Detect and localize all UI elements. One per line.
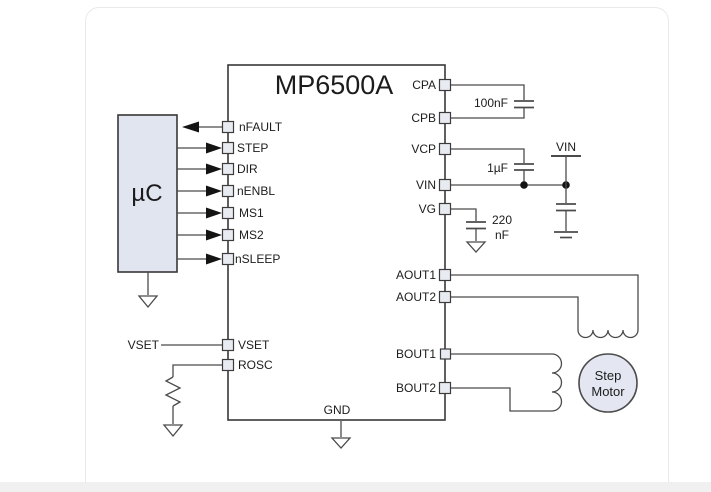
vset-source-label: VSET	[128, 338, 160, 352]
arrow-right-icon	[206, 229, 222, 241]
step-motor-label-line1: Step	[595, 368, 622, 383]
pin-vin	[438, 178, 452, 192]
vcp-wire	[451, 148, 525, 163]
pin-label-aout1: AOUT1	[396, 268, 436, 282]
cap-100nf-label: 100nF	[474, 96, 508, 110]
cpa-wire	[451, 84, 525, 100]
ic-title: MP6500A	[275, 70, 394, 100]
cpb-wire	[451, 108, 525, 119]
pin-label-cpb: CPB	[411, 111, 436, 125]
pin-label-dir: DIR	[237, 162, 258, 176]
rosc-ground-icon	[162, 424, 184, 438]
left-pin-labels: nFAULT STEP DIR nENBL MS1 MS2 nSLEEP VSE…	[235, 120, 283, 372]
pin-rosc	[221, 358, 235, 372]
pin-vcp	[438, 142, 452, 156]
pin-aout1	[438, 268, 452, 282]
step-motor-label-line2: Motor	[591, 384, 625, 399]
right-pin-labels: CPA CPB VCP VIN VG AOUT1 AOUT2 BOUT1 BOU…	[396, 78, 436, 395]
bout2-wire	[451, 387, 552, 412]
pin-nsleep	[221, 252, 235, 266]
pin-cpa	[438, 78, 452, 92]
arrow-right-icon	[206, 163, 222, 175]
inductor-b-icon	[551, 353, 563, 412]
gnd-ground-icon	[330, 437, 352, 449]
pin-label-nfault: nFAULT	[239, 120, 283, 134]
pin-label-bout2: BOUT2	[396, 381, 436, 395]
arrow-right-icon	[206, 142, 222, 154]
left-pin-squares	[221, 120, 235, 372]
arrow-left-icon	[182, 121, 199, 133]
pin-step	[221, 141, 235, 155]
cap-220nf-label-line1: 220	[492, 213, 512, 227]
mcu-body	[117, 114, 178, 273]
pin-cpb	[438, 111, 452, 125]
mcu-signal-wires	[177, 121, 222, 265]
vg-wire	[451, 208, 477, 221]
mcu-label: µC	[131, 180, 162, 207]
page-bottom-band	[0, 482, 711, 492]
junction-dot	[520, 181, 528, 189]
pin-bout2	[438, 381, 452, 395]
pin-label-ms1: MS1	[239, 206, 264, 220]
pin-label-vset: VSET	[238, 338, 270, 352]
aout1-wire	[451, 274, 639, 330]
pin-aout2	[438, 290, 452, 304]
ic-body	[227, 64, 446, 421]
pin-label-rosc: ROSC	[238, 358, 273, 372]
aout2-wire	[451, 296, 579, 330]
vg-ground-icon	[465, 241, 487, 253]
pin-label-vg: VG	[419, 202, 436, 216]
rosc-resistor-icon	[164, 376, 182, 407]
inductor-a-icon	[577, 329, 639, 339]
pin-label-step: STEP	[237, 141, 268, 155]
pin-label-bout1: BOUT1	[396, 347, 436, 361]
pin-dir	[221, 162, 235, 176]
arrow-right-icon	[206, 207, 222, 219]
arrow-right-icon	[206, 185, 222, 197]
gnd-pin-label: GND	[324, 403, 351, 417]
pin-vset	[221, 338, 235, 352]
pin-label-nenbl: nENBL	[237, 184, 275, 198]
pin-label-aout2: AOUT2	[396, 290, 436, 304]
pin-label-nsleep: nSLEEP	[235, 252, 280, 266]
rosc-wire	[172, 364, 222, 377]
pin-label-ms2: MS2	[239, 228, 264, 242]
pin-vg	[438, 202, 452, 216]
arrow-right-icon	[206, 253, 222, 265]
pin-label-cpa: CPA	[412, 78, 436, 92]
pin-nenbl	[221, 184, 235, 198]
mcu-ground-icon	[137, 295, 159, 309]
pin-label-vin: VIN	[416, 178, 436, 192]
step-motor	[578, 353, 638, 413]
pin-nfault	[221, 120, 235, 134]
cap-1uf-label: 1µF	[487, 161, 508, 175]
pin-bout1	[439, 348, 452, 360]
pin-ms2	[221, 228, 235, 242]
right-pin-squares	[438, 78, 452, 395]
vin-rail-label: VIN	[556, 140, 576, 154]
pin-ms1	[221, 206, 235, 220]
cap-220nf-label-line2: nF	[495, 228, 509, 242]
pin-label-vcp: VCP	[411, 142, 436, 156]
